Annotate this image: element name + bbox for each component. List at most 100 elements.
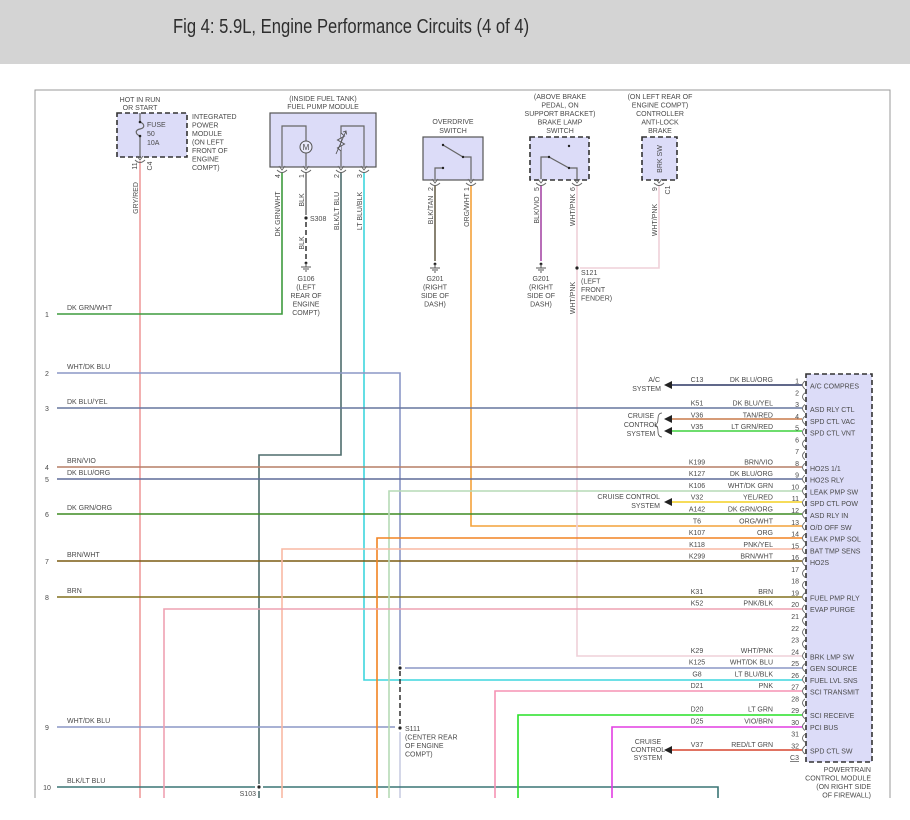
row-number: 6: [45, 512, 49, 519]
pcm-pin-connector: [802, 745, 806, 755]
integrated-power-module: HOT IN RUN OR START FUSE 50 10A INTEGRAT…: [116, 97, 237, 214]
pcm-pin-number: 29: [791, 708, 799, 715]
connector-pin-mark: [335, 165, 347, 173]
pcm-pin-connector: [802, 639, 806, 649]
wire-label: BLK: [299, 193, 306, 207]
external-ac-system: A/C SYSTEM: [632, 377, 672, 393]
pcm-pin-function: LEAK PMP SOL: [810, 537, 861, 544]
abs-controller-box: [641, 136, 678, 181]
module-label: (ON LEFT: [192, 140, 225, 147]
row-wire-label: DK GRN/WHT: [67, 305, 113, 312]
ground-id: G201: [426, 276, 443, 283]
ground-icon: [301, 261, 311, 272]
wire-d25-vio-brn[interactable]: [611, 726, 802, 798]
pcm-circuit-id: K31: [691, 589, 704, 596]
ground-location: ENGINE: [293, 302, 320, 309]
module-label: FRONT OF: [192, 148, 228, 155]
ground-location: SIDE OF: [421, 293, 449, 300]
pcm-circuit-id: D21: [691, 683, 704, 690]
pcm-pin-function: ASD RLY IN: [810, 513, 848, 520]
wire-d21-pnk[interactable]: [494, 690, 802, 798]
pcm-pin-function: EVAP PURGE: [810, 607, 855, 614]
pcm-wire-color: LT BLU/BLK: [735, 671, 774, 678]
overdrive-switch-box: [422, 136, 484, 181]
wire-k107-org[interactable]: [376, 537, 802, 798]
wire-k52-pnk-blk[interactable]: [163, 608, 802, 798]
row-wire-label: BRN: [67, 588, 82, 595]
fuse-box: [116, 112, 188, 158]
pin-number: 5: [534, 187, 541, 191]
ground-icon: [536, 262, 546, 273]
row-wire-label: WHT/DK BLU: [67, 364, 110, 371]
wire-fuel-pump-blk-lt-blu[interactable]: [258, 172, 342, 798]
pcm-pin-number: 26: [791, 673, 799, 680]
row-wire-label: BRN/VIO: [67, 458, 96, 465]
overdrive-switch: OVERDRIVE SWITCH 2 1 BLK/TAN ORG/WHT G20…: [421, 119, 484, 309]
pcm-pin-connector: [802, 521, 806, 531]
wire-label: BLK/TAN: [428, 196, 435, 225]
pcm-pin-function: HO2S RLY: [810, 478, 844, 485]
splice-dot: [398, 726, 402, 730]
wire-row10-blk-lt-blu[interactable]: [57, 786, 719, 798]
pin-number: 9: [652, 187, 659, 191]
pcm-pin-number: 22: [791, 626, 799, 633]
connector-id: C4: [147, 161, 154, 170]
wire-label: WHT/PNK: [570, 194, 577, 227]
wire-k106-wht-dk-grn[interactable]: [388, 490, 802, 798]
component-title: SWITCH: [546, 128, 574, 135]
wire-abs-wht-pnk[interactable]: [580, 185, 660, 269]
pcm-pin-function: SCI TRANSMIT: [810, 690, 860, 697]
pcm-wire-color: BRN: [758, 589, 773, 596]
pcm-circuit-id: V32: [691, 495, 704, 502]
pcm-pin-number: 23: [791, 638, 799, 645]
pcm-wire-color: BRN/VIO: [744, 459, 773, 466]
pcm-pin-function: PCI BUS: [810, 725, 838, 732]
splice-dot: [575, 266, 579, 270]
switch-contact: [441, 143, 445, 147]
pcm-pin-number: 32: [791, 744, 799, 751]
pcm-pin-number: 9: [795, 473, 799, 480]
splice-location: (CENTER REAR: [405, 735, 458, 742]
splice-location: COMPT): [405, 752, 433, 759]
pcm-pin-number: 28: [791, 696, 799, 703]
switch-contact: [567, 166, 571, 170]
splice-dot: [304, 216, 308, 220]
pcm-pin-connector: [802, 698, 806, 708]
external-system-label: CRUISE: [635, 739, 662, 746]
pcm-circuit-id: K199: [689, 459, 705, 466]
component-location: (ABOVE BRAKE: [534, 94, 586, 101]
pcm-circuit-id: V36: [691, 412, 704, 419]
pcm-pin-number: 8: [795, 461, 799, 468]
pcm-circuit-id: K107: [689, 530, 705, 537]
pin-number: 1: [464, 187, 471, 191]
external-system-label: SYSTEM: [634, 755, 663, 762]
pcm-wire-color: PNK: [759, 683, 774, 690]
pcm-pin-connector: [802, 733, 806, 743]
row-wire-label: BLK/LT BLU: [67, 778, 105, 785]
row-number: 2: [45, 371, 49, 378]
component-location: SUPPORT BRACKET): [525, 111, 596, 118]
component-title: CONTROLLER: [636, 111, 684, 118]
pcm-caption: POWERTRAIN: [824, 767, 871, 774]
pcm-wire-color: DK BLU/YEL: [733, 401, 774, 408]
pin-number: 4: [275, 174, 282, 178]
wire-d20-lt-grn[interactable]: [517, 714, 802, 798]
pcm-pin-number: 4: [795, 414, 799, 421]
wire-k118-pnk-yel[interactable]: [281, 548, 802, 798]
wire-fuel-pump-lt-blu-blk[interactable]: [363, 172, 802, 681]
component-title: SWITCH: [439, 128, 467, 135]
wire-overdrive-org-wht[interactable]: [470, 185, 802, 527]
splice-id: S308: [310, 216, 326, 223]
pcm-pin-connector: [802, 686, 806, 696]
connector-pin-mark: [465, 178, 477, 186]
wire-brake-lamp-wht-pnk[interactable]: [576, 185, 802, 657]
pcm-pin-connector: [802, 392, 806, 402]
row-number: 8: [45, 595, 49, 602]
pcm-pin-connector: [802, 498, 806, 508]
module-label: ENGINE: [192, 157, 219, 164]
wire-row1-dk-grn-wht[interactable]: [57, 172, 283, 315]
terminal-label: BRK SW: [657, 145, 664, 173]
connector-id: C1: [665, 185, 672, 194]
wire-row2-wht-dk-blu[interactable]: [57, 372, 401, 665]
